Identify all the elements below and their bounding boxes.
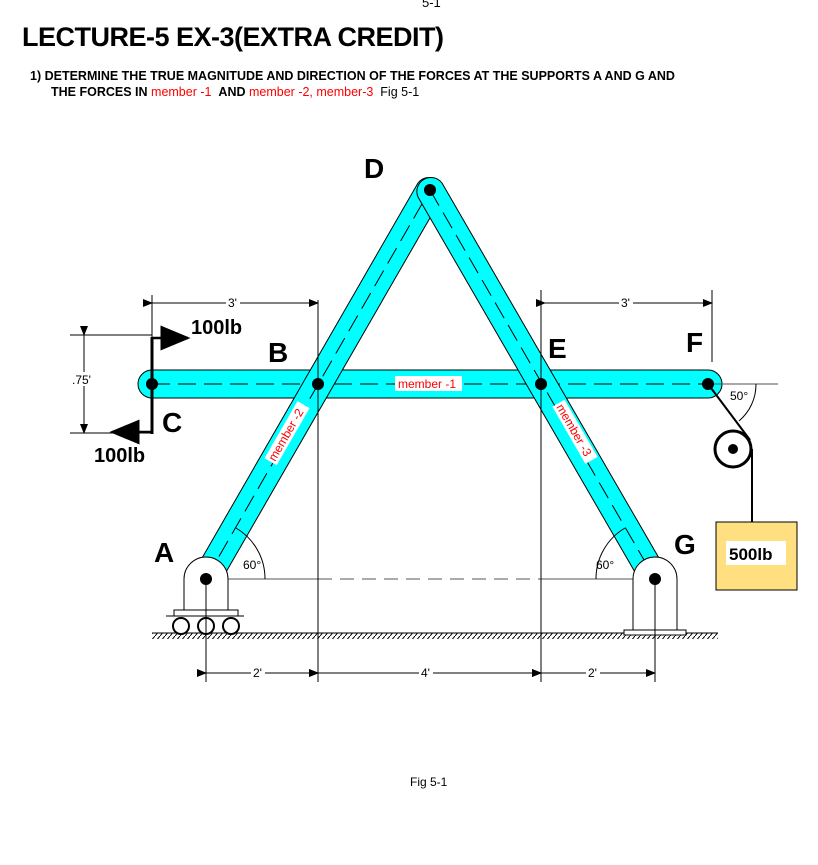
question-fig-ref: Fig 5-1 xyxy=(380,85,420,99)
question-and: AND xyxy=(218,85,246,99)
point-f: F xyxy=(686,327,703,358)
angle-rope: 50° xyxy=(730,389,748,403)
point-g: G xyxy=(674,529,696,560)
load-weight: 500lb xyxy=(729,545,772,564)
dim-be: 4' xyxy=(421,666,430,680)
figure-caption: Fig 5-1 xyxy=(410,775,448,789)
question-line-2: THE FORCES IN member -1 AND member -2, m… xyxy=(30,84,675,100)
page-number: 5-1 xyxy=(422,0,441,10)
load-top: 100lb xyxy=(191,317,242,339)
angle-a: 60° xyxy=(243,558,261,572)
dim-ef: 3' xyxy=(621,296,630,310)
point-b: B xyxy=(268,337,288,368)
support-a-roller xyxy=(166,556,244,635)
angle-g: 60° xyxy=(596,558,614,572)
pins xyxy=(146,184,714,585)
point-a: A xyxy=(154,537,174,568)
page-title: LECTURE-5 EX-3(EXTRA CREDIT) xyxy=(22,22,444,52)
point-c: C xyxy=(162,407,182,438)
member-1-label: member -1 xyxy=(398,377,456,391)
dim-height: .75' xyxy=(72,373,91,387)
question-prefix: THE FORCES IN xyxy=(51,85,148,99)
question-text: 1) DETERMINE THE TRUE MAGNITUDE AND DIRE… xyxy=(30,68,675,100)
dim-ab: 2' xyxy=(253,666,262,680)
point-e: E xyxy=(548,333,567,364)
question-member23: member -2, member-3 xyxy=(249,85,374,99)
question-member1: member -1 xyxy=(151,85,212,99)
weight-box: 500lb xyxy=(715,521,798,591)
dim-eg: 2' xyxy=(588,666,597,680)
question-line-1: 1) DETERMINE THE TRUE MAGNITUDE AND DIRE… xyxy=(30,69,675,83)
pulley-system xyxy=(707,383,753,522)
dim-cb: 3' xyxy=(228,296,237,310)
point-d: D xyxy=(364,153,384,184)
load-bottom: 100lb xyxy=(94,445,145,467)
